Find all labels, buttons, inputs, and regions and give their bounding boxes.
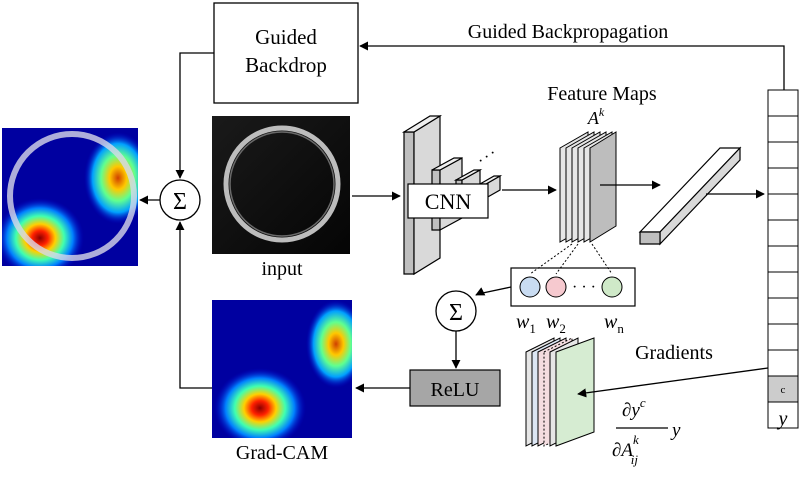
input-image — [212, 116, 350, 254]
gradcam-heatmap — [212, 300, 352, 438]
guided-backdrop-label-1: Guided — [255, 25, 317, 49]
formula-y: y — [670, 420, 681, 441]
gradients-label: Gradients — [635, 342, 713, 364]
w1-label: w1 — [516, 311, 536, 336]
class-cell-label: c — [781, 384, 786, 396]
backdrop-to-sum-arrow — [175, 52, 214, 179]
class-to-gradients-arrow — [577, 367, 769, 398]
fc-layer — [638, 146, 742, 246]
ak-label: Ak — [587, 105, 605, 128]
cnn-dots: · — [484, 149, 489, 166]
guided-gradcam-result-image — [2, 128, 138, 266]
weight-node-w2 — [545, 276, 567, 298]
cnn-dots: · — [490, 145, 495, 162]
cnn-label: CNN — [425, 189, 472, 214]
sum-symbol-weighted: Σ — [449, 300, 463, 326]
feature-maps-label: Feature Maps — [547, 83, 657, 105]
w2-label: w2 — [546, 311, 566, 336]
cnn-label-box — [407, 183, 489, 219]
guided-backprop-label: Guided Backpropagation — [468, 21, 669, 43]
guided-backdrop-box — [213, 2, 359, 104]
formula-numerator: ∂yc — [622, 395, 646, 421]
weights-to-sum-arrow — [475, 286, 512, 296]
guided-backprop-arrow — [359, 41, 785, 90]
cnn-dots: · — [478, 153, 483, 170]
weight-node-wn — [601, 276, 623, 298]
gradcam-to-sum-arrow — [175, 221, 212, 389]
weight-node-w1 — [519, 276, 541, 298]
gradcam-label: Grad-CAM — [236, 442, 328, 464]
gradients-stack — [525, 337, 595, 447]
relu-label: ReLU — [431, 379, 480, 401]
weight-dashed-line — [529, 243, 573, 275]
relu-box — [409, 369, 501, 407]
sum-symbol-output: Σ — [173, 189, 187, 215]
output-vector — [767, 89, 799, 429]
guided-backdrop-label-2: Backdrop — [245, 53, 327, 77]
input-label: input — [261, 258, 303, 280]
feature-maps-stack — [559, 131, 617, 243]
output-y-label: y — [777, 408, 788, 430]
weight-dots: · · · — [572, 279, 596, 296]
wn-label: wn — [604, 311, 624, 336]
